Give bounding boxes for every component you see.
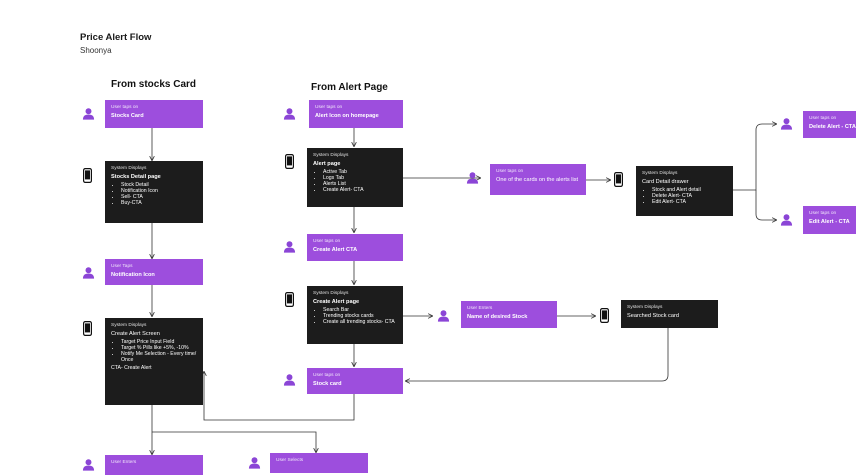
node-stocks-detail-page: System Displays Stocks Detail page Stock… [105, 161, 203, 223]
bullet: Target % Pills like +5%, -10% [121, 345, 197, 351]
user-icon [780, 214, 793, 226]
node-user-enters[interactable]: User Enters [105, 455, 203, 475]
node-create-alert-screen: System Displays Create Alert Screen Targ… [105, 318, 203, 405]
node-create-alert-page: System Displays Create Alert page Search… [307, 286, 403, 344]
node-label: System Displays [642, 171, 678, 176]
arrow-n4-n6 [152, 431, 316, 452]
column-heading-alert-page: From Alert Page [311, 82, 388, 93]
phone-icon [285, 292, 294, 307]
bullet: Stock Detail [121, 182, 197, 188]
bullet: Delete Alert- CTA [652, 193, 727, 199]
node-title: One of the cards on the alerts list [496, 177, 579, 183]
bullet: Create all trending stocks- CTA [323, 319, 397, 325]
bullet: Buy-CTA [121, 200, 197, 206]
node-label: System Displays [313, 153, 349, 158]
user-icon [283, 374, 296, 386]
node-bullets: Stock and Alert detail Delete Alert- CTA… [642, 187, 727, 205]
user-icon [283, 241, 296, 253]
node-alert-list-card[interactable]: User taps on One of the cards on the ale… [490, 164, 586, 195]
page-subtitle: Shoonya [80, 46, 112, 55]
bullet: Notification Icon [121, 188, 197, 194]
user-icon [82, 267, 95, 279]
column-heading-stocks-card: From stocks Card [111, 79, 197, 90]
node-title: Alert Icon on homepage [315, 113, 379, 119]
bullet: Target Price Input Field [121, 339, 197, 345]
user-icon [780, 118, 793, 130]
node-label: User taps on [313, 239, 341, 244]
node-bullets: Stock Detail Notification Icon Sell- CTA… [111, 182, 197, 206]
arrow-s2-m5 [406, 328, 669, 381]
node-label: User Selects [276, 458, 304, 463]
node-label: User taps on [313, 373, 341, 378]
phone-icon [600, 308, 609, 323]
bullet: Active Tab [323, 169, 397, 175]
phone-icon [83, 321, 92, 336]
phone-icon [83, 168, 92, 183]
node-title: Stocks Card [111, 113, 144, 119]
node-stock-card[interactable]: User taps on Stock card [307, 368, 403, 394]
node-footer: CTA- Create Alert [111, 365, 152, 371]
node-create-alert-cta[interactable]: User taps on Create Alert CTA [307, 234, 403, 261]
user-icon [82, 459, 95, 471]
bullet: Stock and Alert detail [652, 187, 727, 193]
bullet: Trending stocks cards [323, 313, 397, 319]
user-icon [466, 172, 479, 184]
user-icon [437, 310, 450, 322]
node-label: System Displays [111, 323, 147, 328]
node-title: Searched Stock card [627, 313, 679, 319]
page-title: Price Alert Flow [80, 32, 152, 43]
user-icon [283, 108, 296, 120]
arrow-r2-r4 [755, 190, 776, 220]
node-notification-icon[interactable]: User Taps Notification Icon [105, 259, 203, 285]
node-title: Name of desired Stock [467, 314, 528, 320]
node-bullets: Target Price Input Field Target % Pills … [111, 339, 197, 363]
arrow-m5-n4 [204, 372, 355, 421]
bullet: Create Alert- CTA [323, 187, 397, 193]
node-title: Stock card [313, 381, 342, 387]
bullet: Search Bar [323, 307, 397, 313]
node-label: User Taps [111, 264, 133, 269]
user-icon [248, 457, 261, 469]
phone-icon [614, 172, 623, 187]
node-edit-alert-cta[interactable]: User taps on Edit Alert - CTA [803, 206, 856, 234]
bullet: Edit Alert- CTA [652, 199, 727, 205]
node-bullets: Active Tab Logs Tab Alerts List Create A… [313, 169, 397, 193]
node-enter-stock-name[interactable]: User Enters Name of desired Stock [461, 301, 557, 328]
bullet: Notify Me Selection - Every time/ Once [121, 351, 197, 363]
bullet: Logs Tab [323, 175, 397, 181]
node-user-selects[interactable]: User Selects [270, 453, 368, 473]
node-label: User Enters [111, 460, 137, 465]
connector-lines [0, 0, 856, 464]
node-bullets: Search Bar Trending stocks cards Create … [313, 307, 397, 325]
node-stocks-card[interactable]: User taps on Stocks Card [105, 100, 203, 128]
node-title: Alert page [313, 161, 341, 167]
bullet: Sell- CTA [121, 194, 197, 200]
node-title: Edit Alert - CTA [809, 219, 850, 225]
node-delete-alert-cta[interactable]: User taps on Delete Alert - CTA [803, 111, 856, 138]
node-title: Delete Alert - CTA [809, 124, 856, 130]
node-title: Create Alert CTA [313, 247, 358, 253]
node-title: Create Alert Screen [111, 331, 160, 337]
arrow-r2-r3 [733, 124, 776, 191]
node-label: User taps on [496, 169, 524, 174]
node-title: Card Detail drawer [642, 179, 689, 185]
node-label: System Displays [627, 305, 663, 310]
node-title: Notification Icon [111, 272, 155, 278]
node-label: User taps on [111, 105, 139, 110]
node-title: Stocks Detail page [111, 174, 161, 180]
phone-icon [285, 154, 294, 169]
node-label: User taps on [809, 116, 837, 121]
node-title: Create Alert page [313, 299, 360, 305]
node-searched-stock-card: System Displays Searched Stock card [621, 300, 718, 328]
node-label: User taps on [315, 105, 343, 110]
node-alert-icon-homepage[interactable]: User taps on Alert Icon on homepage [309, 100, 403, 128]
node-card-detail-drawer: System Displays Card Detail drawer Stock… [636, 166, 733, 216]
node-alert-page: System Displays Alert page Active Tab Lo… [307, 148, 403, 207]
user-icon [82, 108, 95, 120]
node-label: User taps on [809, 211, 837, 216]
node-label: System Displays [111, 166, 147, 171]
node-label: System Displays [313, 291, 349, 296]
node-label: User Enters [467, 306, 493, 311]
bullet: Alerts List [323, 181, 397, 187]
